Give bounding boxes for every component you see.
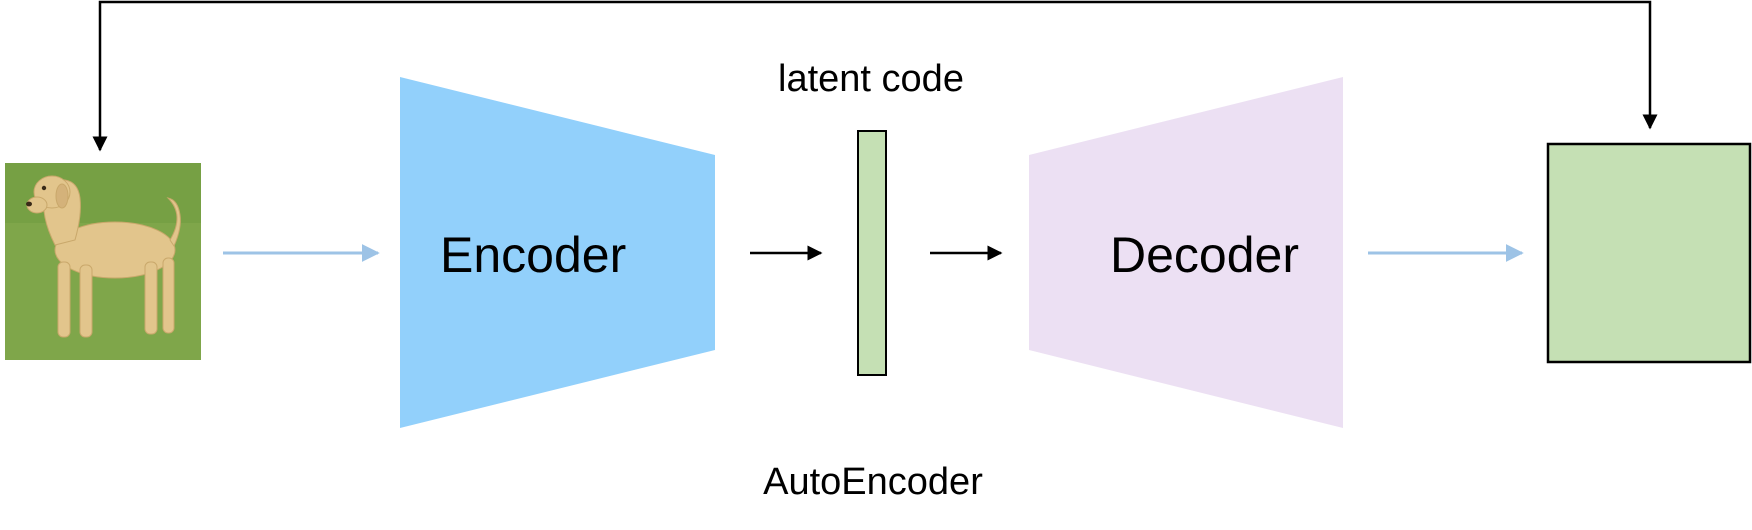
encoder-label: Encoder [440,227,626,283]
input-image [5,163,201,360]
output-box [1546,142,1752,364]
latent-code-bar [857,130,887,376]
decoder-block [1029,77,1343,428]
decoder-label: Decoder [1110,227,1299,283]
dog-nose [26,201,32,207]
feedback-arrow [92,0,1658,152]
dog-eye [41,185,47,191]
latent-code-label: latent code [778,58,964,100]
autoencoder-caption: AutoEncoder [763,461,983,503]
dog-figure [26,175,181,338]
encoder-block [400,77,715,428]
